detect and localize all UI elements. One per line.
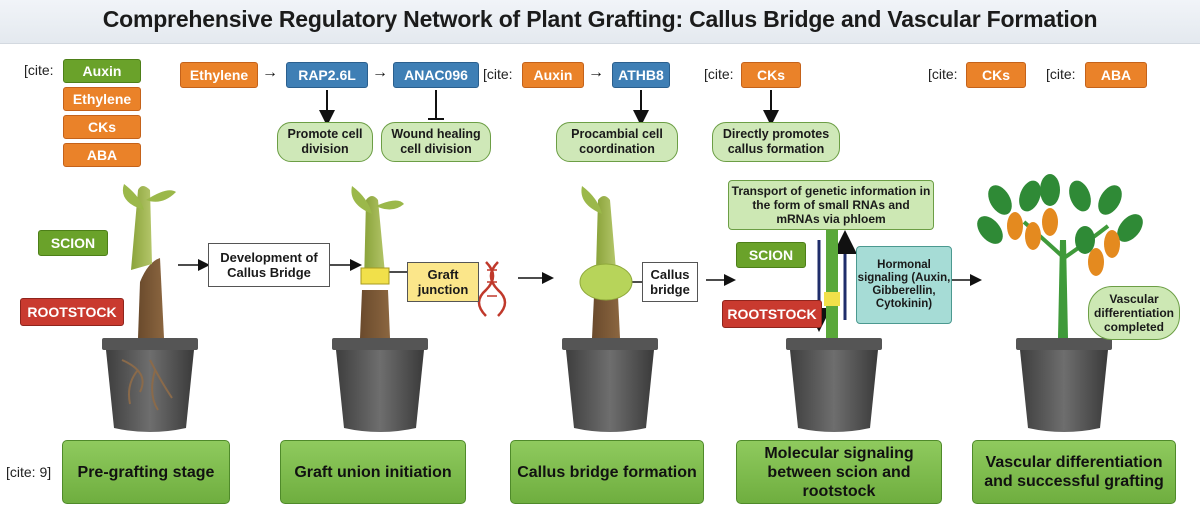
- stage-callus-bridge: Callus bridge formation: [510, 440, 704, 504]
- legend-ethylene: Ethylene: [63, 87, 141, 111]
- auxin-tag: Auxin: [522, 62, 584, 88]
- cite-label: [cite:: [1046, 66, 1076, 82]
- outcome-wound-healing: Wound healing cell division: [381, 122, 491, 162]
- vascular-completed-box: Vascular differentiation completed: [1088, 286, 1180, 340]
- hormonal-signaling-box: Hormonal signaling (Auxin, Gibberellin, …: [856, 246, 952, 324]
- page-title: Comprehensive Regulatory Network of Plan…: [102, 6, 1098, 32]
- aba-tag: ABA: [1085, 62, 1147, 88]
- legend-auxin: Auxin: [63, 59, 141, 83]
- rap-tag: RAP2.6L: [286, 62, 368, 88]
- scion-label: SCION: [736, 242, 806, 268]
- anac-tag: ANAC096: [393, 62, 479, 88]
- athb-tag: ATHB8: [612, 62, 670, 88]
- outcome-callus-formation: Directly promotes callus formation: [712, 122, 840, 162]
- stage-cite: [cite: 9]: [6, 464, 52, 480]
- pot-5: [1016, 338, 1112, 432]
- cite-label: [cite:: [704, 66, 734, 82]
- legend-aba: ABA: [63, 143, 141, 167]
- arrow-right-icon: →: [588, 64, 604, 81]
- pot-2: [332, 338, 428, 432]
- pot-3: [562, 338, 658, 432]
- stage-molecular-signaling: Molecular signaling between scion and ro…: [736, 440, 942, 504]
- dna-icon: [477, 261, 507, 317]
- outcome-procambial: Procambial cell coordination: [556, 122, 678, 162]
- transport-info-box: Transport of genetic information in the …: [728, 180, 934, 230]
- pot-4: [786, 338, 882, 432]
- callus-bridge-box: Callus bridge: [642, 262, 698, 302]
- graft-junction-box: Graft junction: [407, 262, 479, 302]
- cite-label: [cite:: [483, 66, 513, 82]
- rootstock-label: ROOTSTOCK: [722, 300, 822, 328]
- cite-label: [cite:: [24, 62, 54, 78]
- cite-label: [cite:: [928, 66, 958, 82]
- stage-vascular-differentiation: Vascular differentiation and successful …: [972, 440, 1176, 504]
- ethylene-tag: Ethylene: [180, 62, 258, 88]
- scion-stem: [131, 186, 152, 270]
- legend-cks: CKs: [63, 115, 141, 139]
- stage-graft-union: Graft union initiation: [280, 440, 466, 504]
- scion-label: SCION: [38, 230, 108, 256]
- fruit-tree: [977, 174, 1143, 338]
- title-bar: [0, 0, 1200, 44]
- arrow-right-icon: →: [262, 64, 278, 81]
- cks-tag: CKs: [741, 62, 801, 88]
- cks-tag: CKs: [966, 62, 1026, 88]
- rootstock-label: ROOTSTOCK: [20, 298, 124, 326]
- outcome-promote-cell-division: Promote cell division: [277, 122, 373, 162]
- rootstock-stem: [138, 258, 164, 338]
- arrow-right-icon: →: [372, 64, 388, 81]
- development-callus-bridge-box: Development of Callus Bridge: [208, 243, 330, 287]
- stage-pre-grafting: Pre-grafting stage: [62, 440, 230, 504]
- pot-1: [102, 338, 198, 432]
